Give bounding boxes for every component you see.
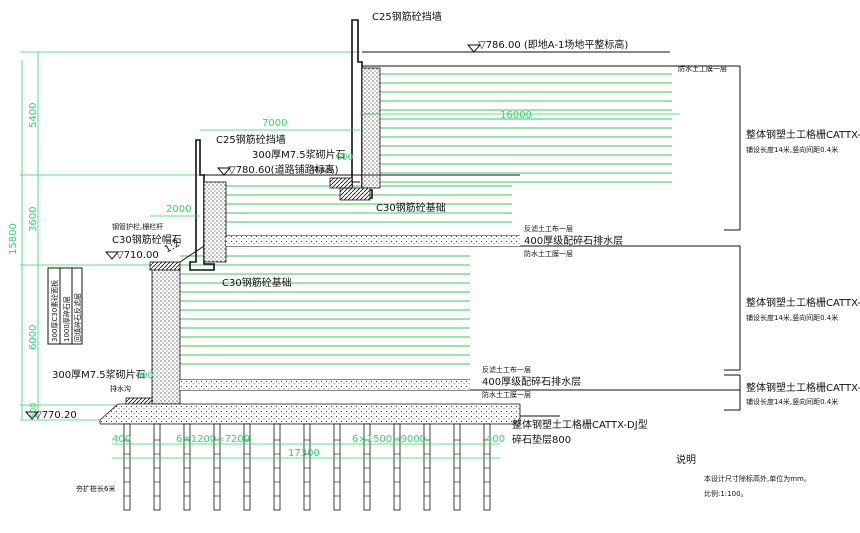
vertical-text-2: 1000厚碎石层 bbox=[62, 296, 71, 342]
elevation-710-label: ▽710.00 bbox=[116, 250, 159, 261]
section-a-title: 整体钢塑土工格栅CATTX-A型 bbox=[746, 128, 860, 141]
geo-layer-label-1: 防水土工膜一层 bbox=[678, 64, 727, 73]
section-dj-title: 整体钢塑土工格栅CATTX-DJ型 bbox=[512, 418, 648, 431]
left-dim-5400: 5400 bbox=[28, 103, 39, 128]
left-dimension-lines bbox=[20, 51, 360, 421]
pile bbox=[363, 423, 371, 511]
dim-2000: 2000 bbox=[166, 204, 191, 215]
bottom-dim-total: 17300 bbox=[288, 448, 320, 459]
left-dim-3600: 3600 bbox=[28, 207, 39, 232]
lower-drain-label: 300厚M7.5浆砌片石 bbox=[52, 368, 146, 381]
middle-elevation-marker bbox=[216, 167, 232, 176]
gravel-800-label: 碎石垫层800 bbox=[512, 433, 571, 446]
lower-600: 600 bbox=[136, 371, 153, 381]
pile bbox=[453, 423, 461, 511]
left-dim-500: 500 bbox=[29, 403, 38, 418]
geo-layer-label-4: 反滤土工布一层 bbox=[482, 365, 531, 374]
pile bbox=[333, 423, 341, 511]
top-retaining-wall bbox=[339, 19, 741, 231]
dim-16000: 16000 bbox=[500, 110, 532, 121]
vertical-text-3: 回填碎石反滤层 bbox=[73, 293, 82, 342]
dim-7000: 7000 bbox=[262, 118, 287, 129]
geo-layer-label-2: 反滤土工布一层 bbox=[524, 224, 573, 233]
bottom-dimension-lines bbox=[112, 443, 500, 459]
top-elevation-marker bbox=[466, 44, 482, 53]
pile bbox=[153, 423, 161, 511]
pile bbox=[183, 423, 191, 511]
lower-retaining-wall bbox=[125, 245, 741, 411]
left-dim-15800: 15800 bbox=[8, 223, 19, 255]
bottom-dim-span-2: 6×1500=9000 bbox=[352, 434, 426, 445]
geogrid-lines-middle bbox=[180, 185, 512, 365]
vertical-text-box bbox=[47, 267, 83, 345]
pile bbox=[273, 423, 281, 511]
geogrid-lines-upper bbox=[380, 73, 672, 183]
section-a-spec: 铺设长度14米,竖向间距0.4米 bbox=[746, 145, 838, 154]
pile bbox=[243, 423, 251, 511]
bottom-dim-400b: 400 bbox=[486, 434, 505, 445]
note-line-1: 本设计尺寸除标高外,单位为mm。 bbox=[704, 474, 811, 483]
geo-layer-label-3: 防水土工膜一层 bbox=[524, 249, 573, 258]
elevation-770-label: ▽770.20 bbox=[34, 410, 77, 421]
note-title: 说明 bbox=[676, 453, 696, 466]
pile bbox=[423, 423, 431, 511]
left-dim-6000: 6000 bbox=[28, 325, 39, 350]
bottom-dim-400: 400 bbox=[112, 434, 131, 445]
pile-note-label: 夯扩桩长6米 bbox=[76, 484, 115, 493]
c30-base-mid-label: C30钢筋砼基础 bbox=[222, 276, 292, 289]
middle-retaining-wall bbox=[189, 139, 741, 371]
section-c-title: 整体钢塑土工格栅CATTX-C型 bbox=[746, 381, 860, 394]
geo-layer-label-5: 防水土工膜一层 bbox=[482, 390, 531, 399]
section-b-spec: 铺设长度14米,竖向间距0.4米 bbox=[746, 313, 838, 322]
middle-elevation-label: ▽780.60(道路铺路标高) bbox=[228, 163, 339, 176]
section-b-title: 整体钢塑土工格栅CATTX-B型 bbox=[746, 296, 860, 309]
pile bbox=[483, 423, 491, 511]
top-elevation-label: ▽786.00 (即地A-1场地平整标高) bbox=[478, 38, 628, 51]
middle-wall-label: C25钢筋砼挡墙 bbox=[216, 133, 286, 146]
pile bbox=[303, 423, 311, 511]
top-wall-label: C25钢筋砼挡墙 bbox=[372, 10, 442, 23]
vertical-text-1: 300厚C30素砼面板 bbox=[50, 280, 59, 342]
foundation-gravel-bed bbox=[99, 403, 560, 425]
c30-cap-label: C30钢筋砼帽石 bbox=[112, 233, 182, 246]
note-line-2: 比例:1:100。 bbox=[704, 489, 748, 498]
lower-drain-label-2: 排水沟 bbox=[110, 384, 131, 393]
middle-drain-label: 300厚M7.5浆砌片石 bbox=[252, 148, 346, 161]
middle-drain-label-2: 排水沟 bbox=[312, 165, 333, 174]
gravel-400-label-a: 400厚级配碎石排水层 bbox=[524, 234, 623, 247]
middle-600: 600 bbox=[336, 153, 353, 163]
pile bbox=[123, 423, 131, 511]
pile bbox=[213, 423, 221, 511]
guardrail-label: 钢管护栏,栅栏杆 bbox=[112, 222, 163, 231]
gravel-400-label-b: 400厚级配碎石排水层 bbox=[482, 375, 581, 388]
elevation-770-marker bbox=[24, 411, 40, 420]
c30-base-upper-label: C30钢筋砼基础 bbox=[376, 201, 446, 214]
pile bbox=[393, 423, 401, 511]
elevation-710-marker bbox=[104, 251, 120, 260]
pile-group bbox=[123, 423, 491, 511]
bottom-dim-span-1: 6×1200=7200 bbox=[176, 434, 250, 445]
section-c-spec: 铺设长度14米,竖向间距0.4米 bbox=[746, 397, 838, 406]
